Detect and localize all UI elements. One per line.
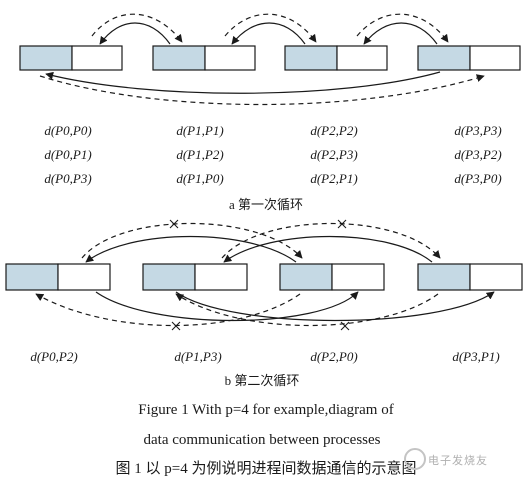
panel-a-processes xyxy=(19,45,521,71)
arrow-solid-p3-to-p2 xyxy=(363,22,438,45)
arrow-dashed-p1-to-p2 xyxy=(224,13,317,43)
panel-b-caption: b 第二次循环 xyxy=(224,373,300,388)
panel-b-processes xyxy=(5,263,523,291)
process-box-p2-b xyxy=(279,263,385,291)
label-a-r1-p1: d(P1,P2) xyxy=(176,147,224,162)
label-b-p2: d(P2,P0) xyxy=(310,349,358,364)
panel-b-cross-marks xyxy=(169,219,350,331)
label-a-r0-p2: d(P2,P2) xyxy=(310,123,358,138)
arrow-solid-p3-to-p1 xyxy=(223,235,433,263)
process-box-p1-b xyxy=(142,263,248,291)
process-box-p1-a xyxy=(152,45,256,71)
process-box-p3-b xyxy=(417,263,523,291)
arrow-dashed-p2-to-p3 xyxy=(356,13,449,43)
arrow-dashed-p2-to-p0 xyxy=(35,293,301,326)
label-a-r1-p0: d(P0,P1) xyxy=(44,147,92,162)
arrow-solid-p1-to-p0 xyxy=(99,22,171,45)
label-a-r0-p1: d(P1,P1) xyxy=(176,123,224,138)
arrow-solid-p0-to-p2 xyxy=(95,291,359,322)
cross-mark-top-right xyxy=(337,219,347,229)
label-b-p1: d(P1,P3) xyxy=(174,349,222,364)
watermark-logo-icon xyxy=(404,448,426,470)
cross-mark-bottom-left xyxy=(171,321,181,331)
arrow-dashed-p1-to-p3 xyxy=(221,223,441,259)
process-box-p0-a xyxy=(19,45,123,71)
panel-b-arrows xyxy=(35,223,495,326)
panel-a-arrows xyxy=(39,13,485,106)
process-box-p2-a xyxy=(284,45,388,71)
label-a-r2-p1: d(P1,P0) xyxy=(176,171,224,186)
label-a-r2-p3: d(P3,P0) xyxy=(454,171,502,186)
figure-caption-en-line1: Figure 1 With p=4 for example,diagram of xyxy=(138,402,394,418)
label-a-r1-p3: d(P3,P2) xyxy=(454,147,502,162)
label-b-p3: d(P3,P1) xyxy=(452,349,500,364)
arrow-dashed-p0-to-p1 xyxy=(91,13,183,43)
arrow-solid-p1-to-p3 xyxy=(175,291,495,322)
arrow-dashed-p3-to-p1 xyxy=(175,293,439,326)
arrow-solid-p2-to-p1 xyxy=(231,22,306,45)
arrow-solid-p2-to-p0 xyxy=(85,235,297,263)
cross-mark-bottom-right xyxy=(340,321,350,331)
label-b-p0: d(P0,P2) xyxy=(30,349,78,364)
cross-mark-top-left xyxy=(169,219,179,229)
arrow-solid-p3-to-p0 xyxy=(45,71,441,94)
arrow-dashed-p0-to-p3 xyxy=(39,74,485,106)
watermark-text: 电子发烧友 xyxy=(428,455,488,467)
arrow-dashed-p0-to-p2 xyxy=(81,223,303,259)
figure-caption-zh: 图 1 以 p=4 为例说明进程间数据通信的示意图 xyxy=(115,461,417,477)
figure-caption-en-line2: data communication between processes xyxy=(143,432,381,448)
label-a-r2-p0: d(P0,P3) xyxy=(44,171,92,186)
label-a-r0-p3: d(P3,P3) xyxy=(454,123,502,138)
process-box-p0-b xyxy=(5,263,111,291)
label-a-r0-p0: d(P0,P0) xyxy=(44,123,92,138)
label-a-r1-p2: d(P2,P3) xyxy=(310,147,358,162)
panel-a-caption: a 第一次循环 xyxy=(228,197,304,212)
process-box-p3-a xyxy=(417,45,521,71)
label-a-r2-p2: d(P2,P1) xyxy=(310,171,358,186)
